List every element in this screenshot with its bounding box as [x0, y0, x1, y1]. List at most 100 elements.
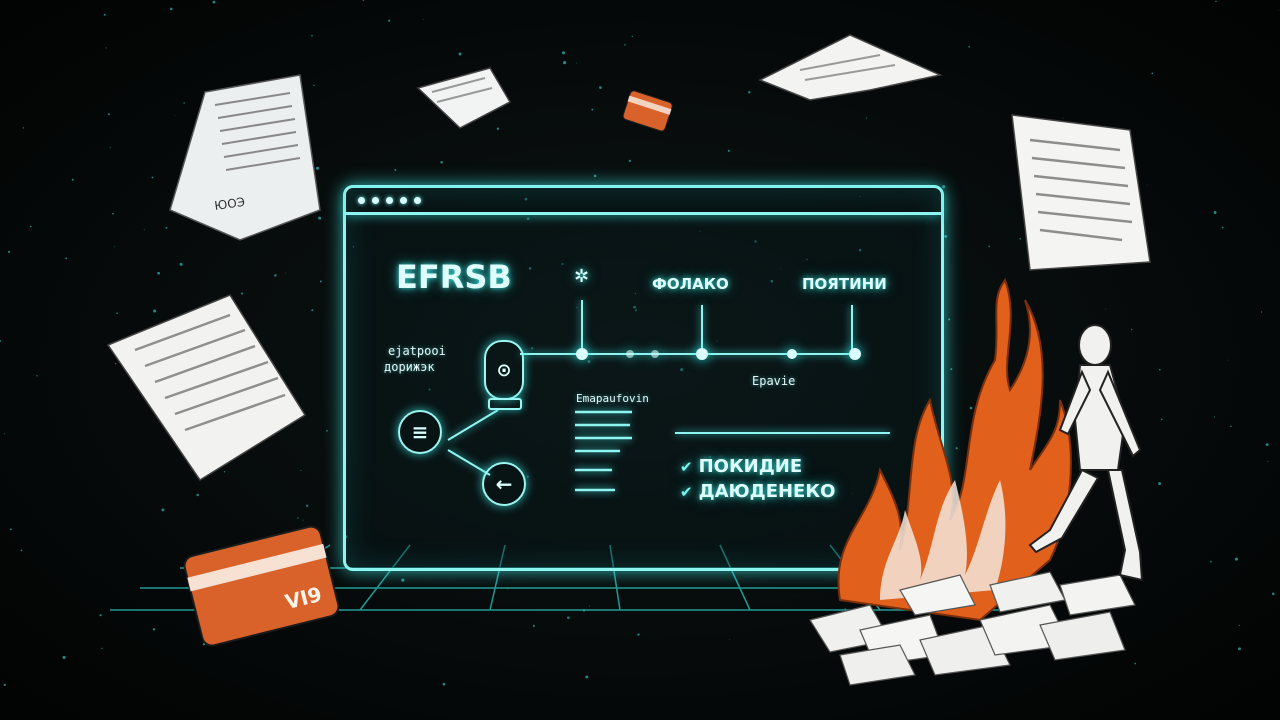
star-dot [311, 309, 314, 312]
star-dot [241, 292, 244, 295]
card-large-number: VI9 [282, 581, 325, 615]
star-dot [1213, 211, 1217, 214]
window-dot[interactable] [400, 197, 407, 204]
star-dot [101, 647, 103, 650]
star-dot [844, 608, 846, 610]
node-base [488, 398, 522, 410]
star-dot [969, 406, 973, 410]
checklist-item: ✔ДАЮДЕНЕКО [680, 481, 836, 502]
star-dot [1160, 418, 1163, 421]
star-dot [1158, 482, 1162, 486]
star-dot [3, 683, 6, 687]
star-dot [1010, 494, 1013, 497]
star-dot [62, 655, 66, 659]
star-dot [22, 127, 24, 129]
star-dot [944, 234, 948, 238]
star-dot [1111, 457, 1113, 459]
star-dot [157, 271, 160, 275]
star-dot [496, 127, 500, 130]
star-dot [20, 549, 23, 552]
star-dot [153, 309, 157, 313]
star-dot [9, 528, 12, 531]
star-dot [948, 318, 951, 321]
star-dot [113, 246, 115, 248]
fingerprint-icon[interactable]: ⊙ [484, 340, 524, 400]
paper-left [106, 294, 307, 482]
star-dot [748, 91, 751, 94]
column-label-1: ФОЛАКО [652, 275, 729, 293]
star-dot [36, 375, 38, 377]
column-label-2: ПОЯТИНИ [802, 275, 887, 293]
star-dot [1136, 240, 1138, 242]
star-dot [840, 52, 843, 55]
star-dot [169, 7, 173, 11]
star-dot [318, 216, 322, 220]
star-dot [942, 185, 946, 189]
checklist-item: ✔ПОКИДИЕ [680, 456, 803, 477]
star-dot [115, 363, 117, 365]
walking-person [1028, 324, 1144, 582]
star-dot [835, 94, 837, 96]
window-dot[interactable] [386, 197, 393, 204]
star-dot [1214, 416, 1215, 418]
window-dot[interactable] [414, 197, 421, 204]
star-dot [388, 19, 391, 22]
star-dot [161, 508, 165, 512]
star-dot [1234, 557, 1239, 561]
star-dot [326, 429, 328, 432]
star-dot [293, 205, 297, 209]
star-dot [1238, 647, 1241, 651]
star-dot [950, 368, 953, 371]
star-dot [297, 517, 299, 519]
star-dot [216, 556, 219, 559]
star-dot [582, 609, 586, 612]
star-dot [591, 108, 594, 111]
paper-top-right [758, 34, 943, 101]
star-dot [637, 633, 640, 636]
left-label-line2: дорижэк [384, 360, 435, 374]
window-dot[interactable] [358, 197, 365, 204]
star-dot [955, 447, 958, 450]
star-dot [4, 433, 6, 435]
star-dot [631, 35, 633, 38]
star-dot [1230, 425, 1232, 428]
back-arrow-icon[interactable]: ← [482, 462, 526, 506]
star-dot [532, 624, 535, 627]
star-dot [107, 113, 110, 116]
star-dot [563, 61, 567, 65]
star-dot [797, 59, 800, 62]
star-dot [313, 84, 315, 87]
left-label-line1: ejatpooi [388, 344, 446, 358]
star-dot [30, 225, 32, 228]
star-dot [1227, 359, 1229, 361]
star-dot [442, 682, 446, 686]
star-dot [112, 212, 114, 215]
paper-right [1011, 114, 1151, 271]
star-dot [1277, 9, 1279, 11]
star-dot [567, 616, 570, 619]
star-dot [183, 102, 185, 104]
star-dot [1019, 238, 1021, 240]
star-dot [1151, 72, 1154, 75]
star-dot [1238, 624, 1240, 627]
star-dot [458, 52, 462, 56]
star-dot [964, 646, 966, 649]
star-dot [103, 13, 106, 16]
window-dot[interactable] [372, 197, 379, 204]
title-bar [346, 188, 941, 215]
star-dot [727, 149, 730, 152]
star-dot [1210, 560, 1212, 563]
menu-lines-icon[interactable]: ≡ [398, 410, 442, 454]
star-dot [306, 504, 309, 507]
timeline-label: Ераvie [752, 374, 796, 388]
star-dot [118, 345, 119, 347]
check-icon: ✔ [680, 458, 693, 476]
star-dot [561, 51, 566, 55]
star-dot [1146, 184, 1148, 186]
star-dot [202, 643, 206, 646]
star-dot [116, 312, 118, 314]
star-dot [599, 86, 602, 89]
star-dot [1131, 328, 1133, 331]
star-dot [1134, 662, 1136, 665]
star-dot [285, 272, 287, 274]
